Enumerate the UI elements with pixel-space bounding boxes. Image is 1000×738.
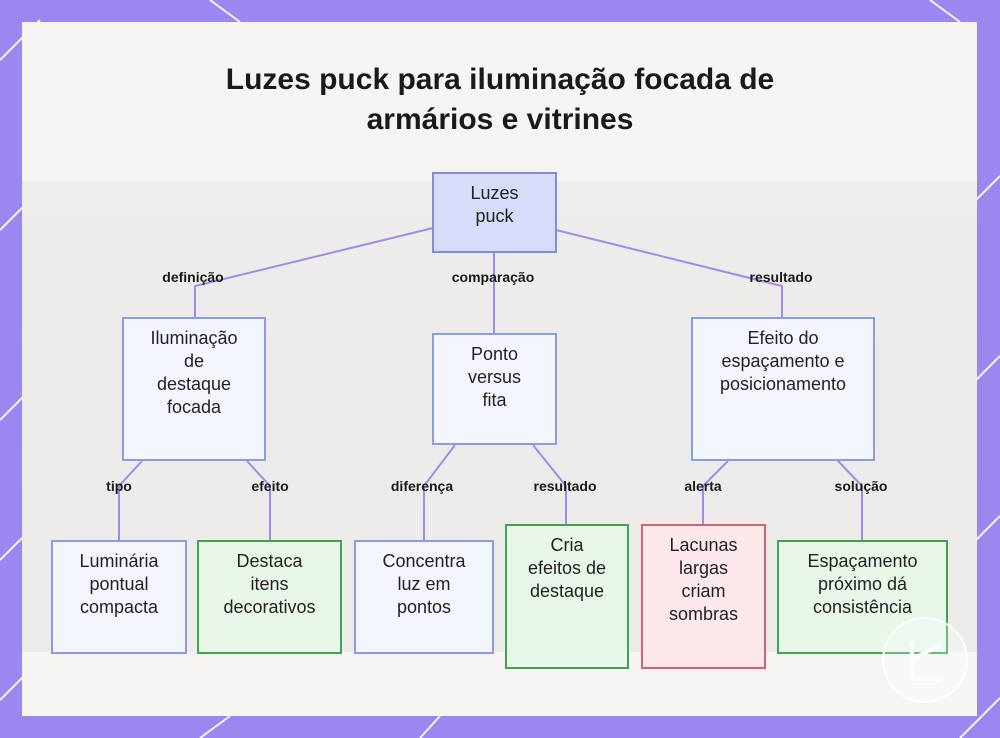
- node-concentra-luz: Concentra luz em pontos: [354, 540, 494, 654]
- node-lacunas-largas-text: Lacunas largas criam sombras: [669, 534, 738, 626]
- node-luminaria-pontual-text: Luminária pontual compacta: [79, 550, 158, 619]
- node-efeito-espacamento: Efeito do espaçamento e posicionamento: [691, 317, 875, 461]
- edge-label-tipo: tipo: [106, 477, 132, 495]
- edge-label-comparacao: comparação: [452, 268, 534, 286]
- node-cria-efeitos: Cria efeitos de destaque: [505, 524, 629, 669]
- node-cria-efeitos-text: Cria efeitos de destaque: [528, 534, 606, 603]
- node-destaca-itens: Destaca itens decorativos: [197, 540, 342, 654]
- node-destaca-itens-text: Destaca itens decorativos: [223, 550, 315, 619]
- edge-tipo: [119, 461, 142, 541]
- node-luminaria-pontual: Luminária pontual compacta: [51, 540, 187, 654]
- node-efeito-espacamento-text: Efeito do espaçamento e posicionamento: [720, 327, 846, 396]
- edge-resultado: [556, 230, 782, 318]
- logo-icon: [904, 637, 948, 685]
- node-ponto-versus-fita-text: Ponto versus fita: [468, 343, 521, 412]
- node-lacunas-largas: Lacunas largas criam sombras: [641, 524, 766, 669]
- edge-label-resultado: resultado: [749, 268, 812, 286]
- node-iluminacao-destaque-text: Iluminação de destaque focada: [150, 327, 237, 419]
- node-iluminacao-destaque: Iluminação de destaque focada: [122, 317, 266, 461]
- node-luzes-puck-text: Luzes puck: [470, 182, 518, 228]
- watermark-logo: [882, 617, 968, 703]
- edge-definicao: [195, 228, 433, 318]
- edge-label-solucao: solução: [835, 477, 888, 495]
- edge-label-definicao: definição: [162, 268, 223, 286]
- node-luzes-puck: Luzes puck: [432, 172, 557, 253]
- edge-label-resultado-2: resultado: [533, 477, 596, 495]
- edge-solucao: [838, 461, 862, 541]
- edge-label-diferenca: diferença: [391, 477, 453, 495]
- node-ponto-versus-fita: Ponto versus fita: [432, 333, 557, 445]
- edge-label-efeito: efeito: [251, 477, 288, 495]
- node-espacamento-proximo-text: Espaçamento próximo dá consistência: [807, 550, 917, 619]
- edge-efeito: [247, 461, 270, 541]
- node-concentra-luz-text: Concentra luz em pontos: [382, 550, 465, 619]
- edge-label-alerta: alerta: [684, 477, 721, 495]
